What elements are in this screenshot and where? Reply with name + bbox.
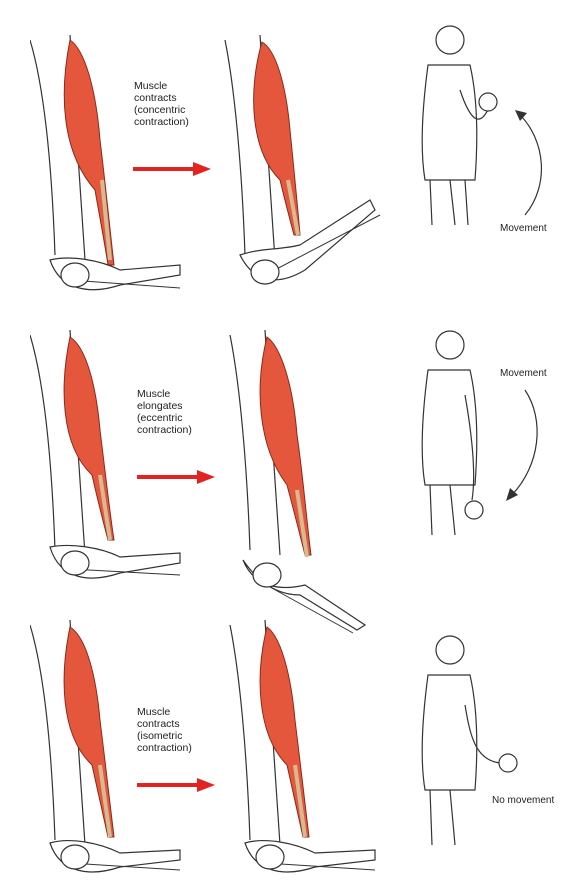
row1-caption-line: contracts	[134, 92, 189, 104]
row1-caption-line: contraction)	[134, 116, 189, 128]
row1-movement-arc-up	[505, 105, 555, 225]
row3-arm-isometric	[225, 615, 385, 880]
row1-caption: Muscle contracts (concentric contraction…	[134, 80, 189, 128]
row3-caption: Muscle contracts (isometric contraction)	[137, 706, 192, 754]
row3-movement-label: No movement	[492, 795, 554, 806]
row2-movement-arc-down	[500, 385, 550, 505]
row1-caption-line: (concentric	[134, 104, 189, 116]
row2-caption-line: contraction)	[137, 424, 192, 436]
row1-red-arrow	[133, 160, 213, 178]
row2-figure-curl-down	[410, 325, 500, 540]
row1-arm-contracted	[220, 30, 390, 300]
row2-caption: Muscle elongates (eccentric contraction)	[137, 388, 192, 436]
row2-caption-line: elongates	[137, 400, 192, 412]
row2-red-arrow	[137, 468, 217, 486]
row1-figure-curl-up	[410, 20, 500, 230]
row1-caption-line: Muscle	[134, 80, 189, 92]
row3-caption-line: (isometric	[137, 730, 192, 742]
row3-caption-line: contracts	[137, 718, 192, 730]
row3-figure-hold	[410, 630, 530, 850]
row2-caption-line: Muscle	[137, 388, 192, 400]
row2-caption-line: (eccentric	[137, 412, 192, 424]
row3-red-arrow	[137, 776, 217, 794]
row2-movement-label: Movement	[500, 368, 547, 379]
row3-caption-line: contraction)	[137, 742, 192, 754]
row3-caption-line: Muscle	[137, 706, 192, 718]
row2-arm-elongated	[225, 325, 375, 635]
row2-arm-contracted	[30, 325, 190, 585]
row1-movement-label: Movement	[500, 223, 547, 234]
